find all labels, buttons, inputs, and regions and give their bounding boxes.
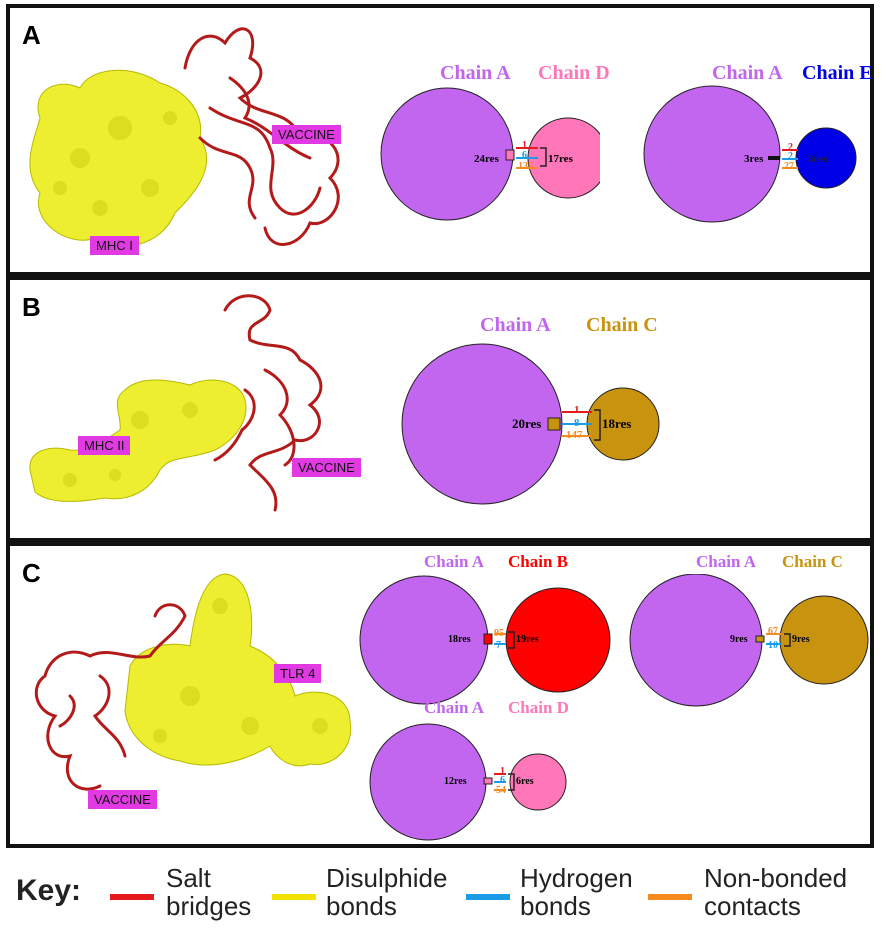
salt-count: 1 <box>574 404 580 416</box>
interface-a-b <box>359 575 611 705</box>
right-res: 3res <box>808 153 828 165</box>
left-res: 24res <box>474 153 499 165</box>
salt-count: 2 <box>788 142 793 153</box>
left-res: 12res <box>444 776 467 787</box>
hbond-count: 2 <box>788 151 793 162</box>
hbond-count: 7 <box>496 640 501 651</box>
chain-label-left: Chain A <box>696 552 756 571</box>
chain-label-left: Chain A <box>424 698 484 717</box>
chain-label-left: Chain A <box>424 552 484 571</box>
left-patch <box>505 149 515 161</box>
vaccine-tag: VACCINE <box>88 790 157 809</box>
interface-a-c <box>629 574 869 707</box>
vaccine-tag: VACCINE <box>292 458 361 477</box>
nonbonded-count: 95 <box>494 628 504 639</box>
mhc-ii-tag: MHC II <box>78 436 131 455</box>
tlr4-tag: TLR 4 <box>274 664 322 683</box>
key-label: Hydrogen bonds <box>520 863 633 921</box>
hbond-count: 6 <box>522 150 527 161</box>
chain-b-circle <box>505 587 611 693</box>
key-label: Non-bonded contacts <box>704 863 848 921</box>
right-patch <box>508 773 515 791</box>
hbond-count: 8 <box>574 417 580 429</box>
interface-a-d <box>380 87 600 221</box>
chain-label-right: Chain D <box>508 698 569 717</box>
chain-label-right: Chain C <box>586 314 658 336</box>
panel-a-graphics <box>29 27 340 247</box>
hbond-swatch <box>466 894 510 900</box>
left-patch <box>755 635 765 643</box>
left-res: 3res <box>744 153 764 165</box>
right-res: 6res <box>516 776 534 787</box>
salt-count: 1 <box>500 766 505 777</box>
chain-a-circle <box>369 723 487 841</box>
nonbonded-swatch <box>648 894 692 900</box>
chain-label-right: Chain B <box>508 552 568 571</box>
key-label: Salt bridges <box>166 863 252 921</box>
interface-a-d <box>369 723 567 841</box>
vaccine-ribbon <box>34 603 187 791</box>
left-res: 18res <box>448 634 471 645</box>
panel-c: C TLR 4 VACCINE Chain A Chain B 18res 19… <box>6 542 874 848</box>
chain-d-circle <box>509 753 567 811</box>
tlr4-surface <box>124 573 352 767</box>
mhc-i-tag: MHC I <box>90 236 139 255</box>
vaccine-tag: VACCINE <box>272 125 341 144</box>
nonbonded-count: 27 <box>784 161 794 172</box>
left-patch <box>547 417 561 431</box>
salt-count: 1 <box>522 140 527 151</box>
nonbonded-count: 54 <box>496 785 506 796</box>
salt-bridge-swatch <box>110 894 154 900</box>
panel-letter: C <box>22 558 41 588</box>
vaccine-ribbon <box>183 27 340 246</box>
hbond-count: 6 <box>500 775 505 786</box>
vaccine-ribbon <box>213 294 323 512</box>
left-patch <box>768 156 780 160</box>
chain-label-left: Chain A <box>440 62 511 84</box>
right-patch <box>594 409 601 441</box>
chain-label-right: Chain D <box>538 62 610 84</box>
nonbonded-count: 67 <box>768 626 778 637</box>
chain-label-left: Chain A <box>712 62 783 84</box>
key-title: Key: <box>16 874 82 907</box>
left-patch <box>483 633 493 645</box>
key-label: Disulphide bonds <box>326 863 448 921</box>
interface-a-c <box>401 343 660 505</box>
nonbonded-count: 135 <box>518 161 533 172</box>
nonbonded-count: 147 <box>566 429 583 441</box>
legend-key: Key: Salt bridges Disulphide bonds Hydro… <box>0 850 886 938</box>
panel-a: A VACCINE MHC I Chain A Chain D 24res 17… <box>6 4 874 276</box>
left-res: 20res <box>512 416 542 431</box>
chain-label-right: Chain C <box>782 552 843 571</box>
disulphide-swatch <box>272 894 316 900</box>
mhc-i-surface <box>29 69 208 247</box>
panel-c-graphics <box>34 573 352 791</box>
right-res: 19res <box>516 634 539 645</box>
panel-letter: A <box>22 20 41 50</box>
right-res: 17res <box>548 153 573 165</box>
left-res: 9res <box>730 634 748 645</box>
chain-label-left: Chain A <box>480 314 551 336</box>
left-patch <box>483 777 493 785</box>
right-patch <box>540 147 547 167</box>
chain-a-circle <box>643 85 781 223</box>
right-patch <box>508 631 515 649</box>
chain-c-circle <box>779 595 869 685</box>
mhc-ii-surface <box>29 379 247 502</box>
chain-label-right: Chain E <box>802 62 873 84</box>
panel-letter: B <box>22 292 41 322</box>
hbond-count: 10 <box>768 640 778 651</box>
right-patch <box>784 633 791 647</box>
right-res: 18res <box>602 416 632 431</box>
panel-b: B MHC II VACCINE Chain A Chain C 20res 1… <box>6 276 874 542</box>
right-res: 9res <box>792 634 810 645</box>
interface-a-e <box>643 85 857 223</box>
